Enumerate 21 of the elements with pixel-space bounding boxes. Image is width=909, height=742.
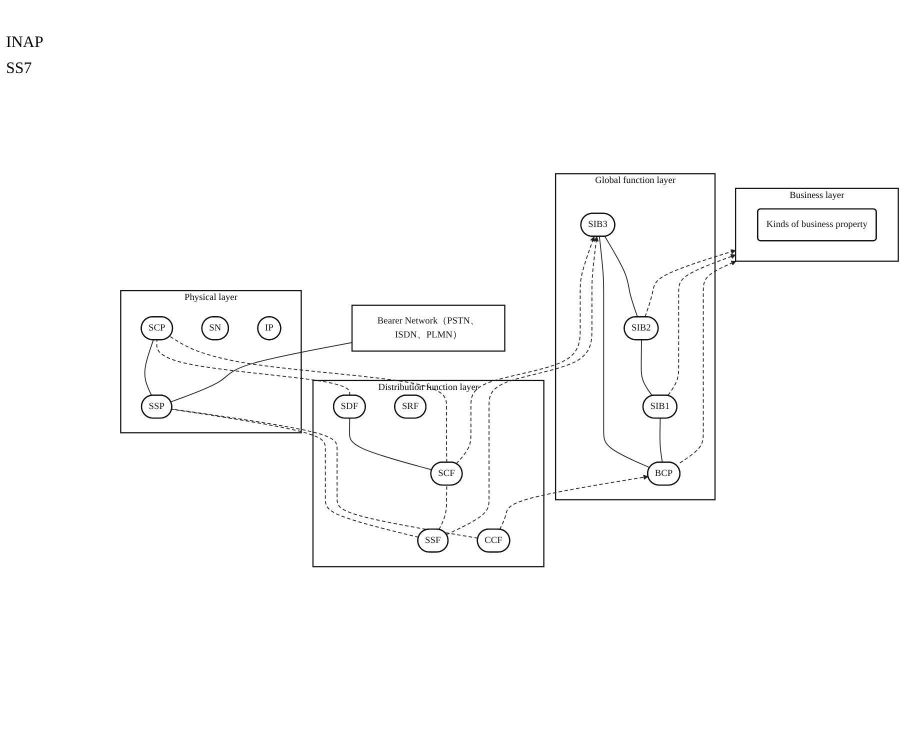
connector (640, 339, 653, 396)
connector (598, 236, 650, 468)
node-box: Bearer Network（PSTN、ISDN、PLMN） (351, 304, 506, 352)
connector (438, 484, 448, 530)
protocol-label: INAP (6, 34, 44, 52)
connector (349, 418, 432, 470)
connector (170, 342, 352, 402)
connector (171, 408, 478, 538)
connector (169, 336, 448, 463)
connector (604, 236, 638, 318)
arrow (679, 260, 736, 464)
arrow (644, 249, 736, 317)
connector (171, 408, 420, 538)
arrow (446, 236, 599, 535)
connector (156, 339, 350, 396)
arrow (456, 236, 596, 464)
connector (144, 339, 154, 396)
protocol-label: SS7 (6, 60, 33, 78)
arrow (668, 254, 736, 396)
arrow (499, 474, 648, 530)
connector (660, 418, 663, 463)
